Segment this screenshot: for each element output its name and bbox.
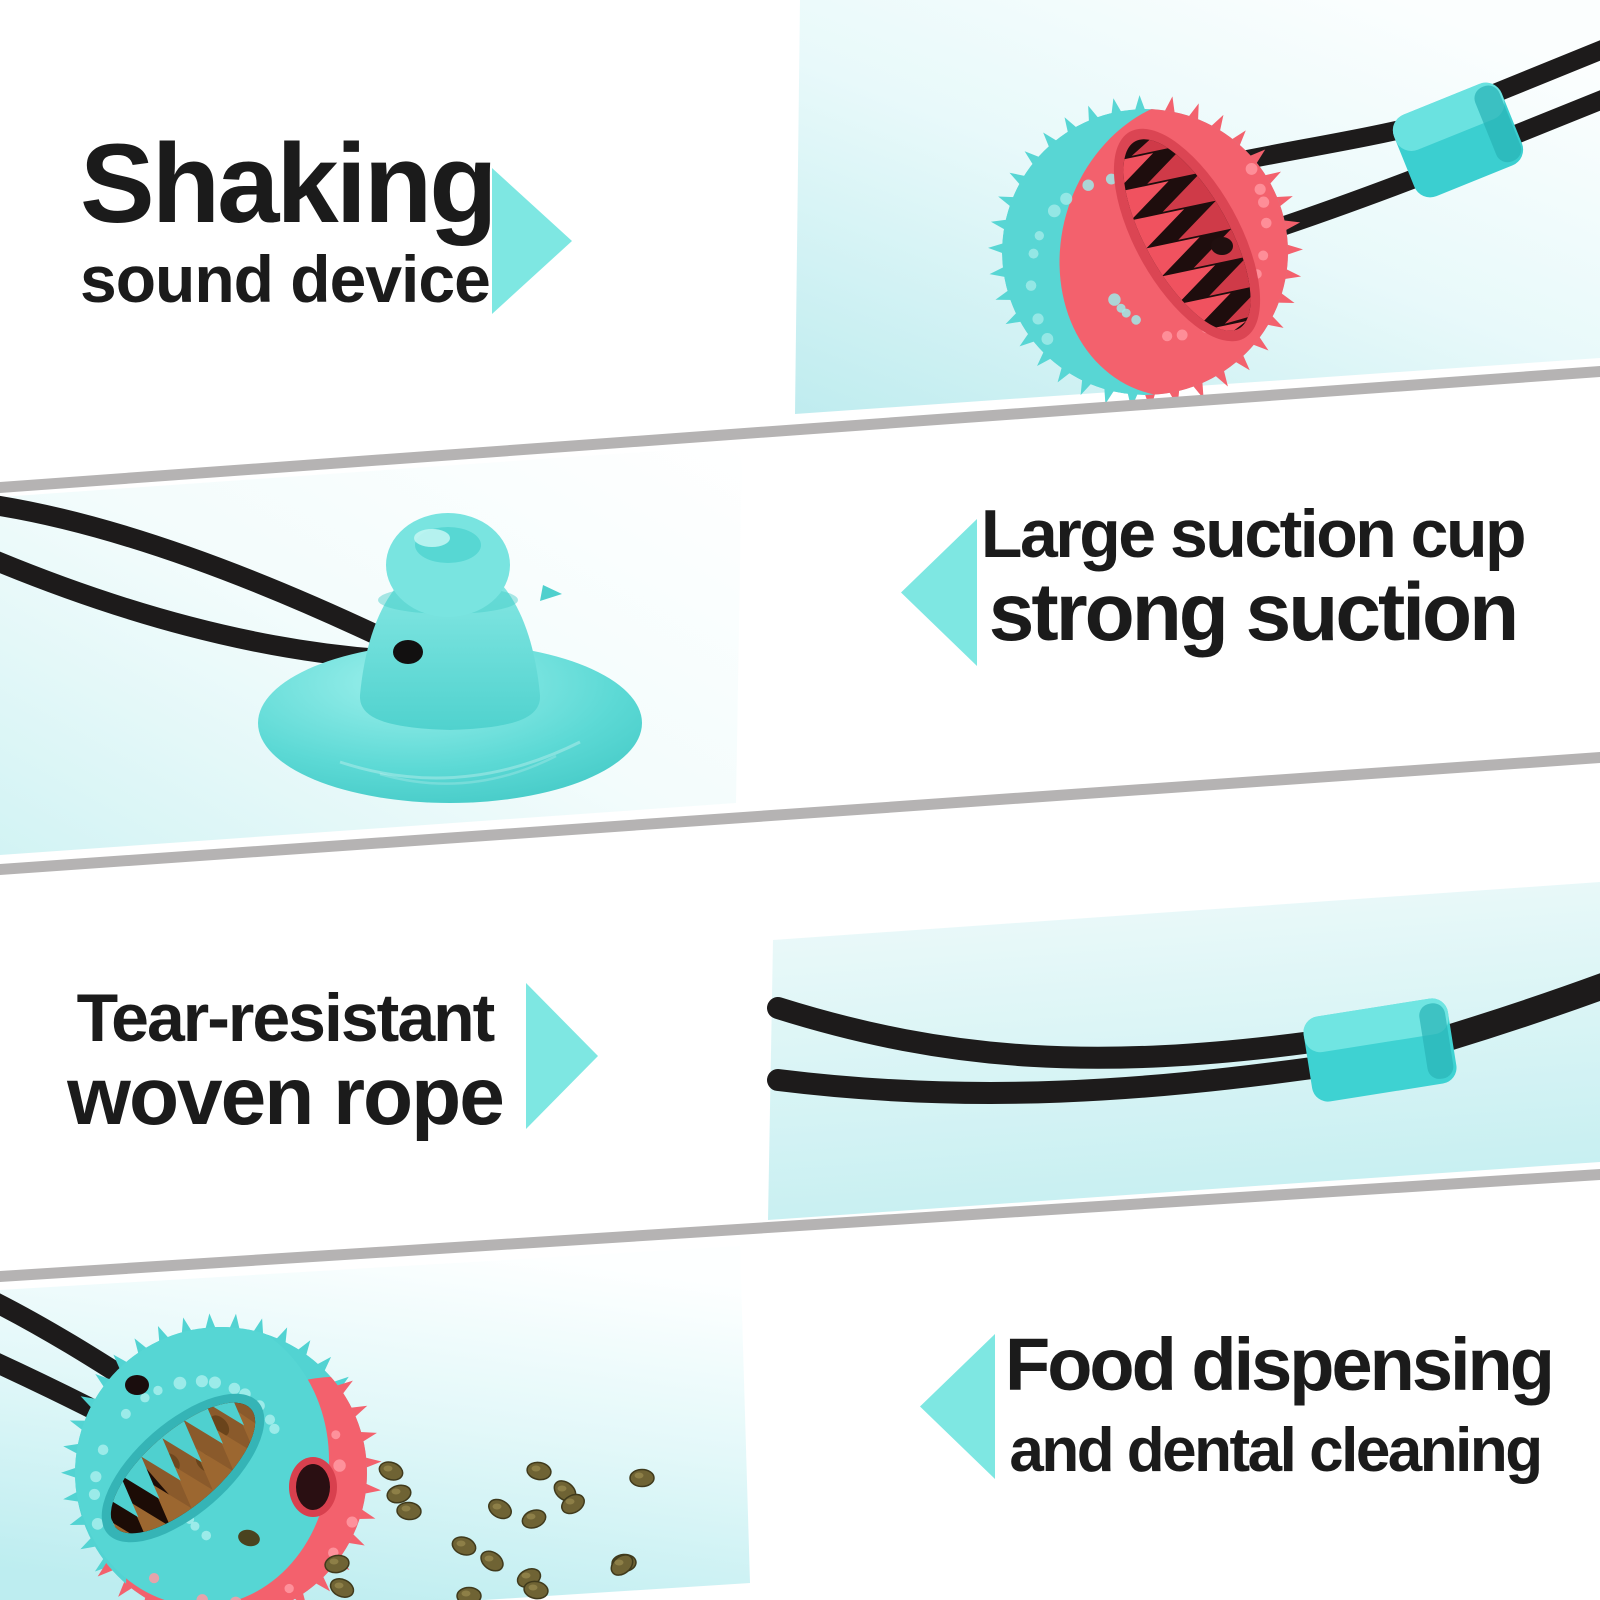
feature-subtitle-shaking: sound device (80, 242, 491, 316)
feature-title-rope: Tear-resistant (76, 980, 496, 1056)
rope-to-suction-cup (0, 495, 410, 670)
feature-title-food: Food dispensing (1005, 1323, 1555, 1406)
feature-title-suction-cup: Large suction cup (980, 496, 1527, 572)
chew-ball-top (988, 95, 1303, 410)
divider-line-2 (0, 752, 1600, 875)
woven-rope (767, 973, 1600, 1104)
rope-adjuster-bead-top (1392, 82, 1524, 198)
divider-line-3 (0, 1169, 1600, 1282)
kibble-pellets (324, 1461, 655, 1600)
photo-panel-suction-cup (0, 445, 742, 855)
divider-line-1 (0, 366, 1600, 493)
rope-adjuster-bead (1303, 998, 1457, 1102)
feature-subtitle-rope: woven rope (67, 1051, 505, 1142)
photo-panel-rope (767, 882, 1600, 1220)
feature-subtitle-food: and dental cleaning (1009, 1416, 1543, 1485)
ball-mouth-with-food (90, 1381, 276, 1555)
ball-mouth-opening (1098, 121, 1276, 349)
suction-cup (258, 513, 642, 803)
photo-panel-food-dispensing (0, 1246, 750, 1600)
feature-title-shaking: Shaking (80, 121, 498, 246)
feature-subtitle-suction-cup: strong suction (988, 567, 1519, 658)
photo-panel-shaking-ball (795, 0, 1600, 414)
chew-ball-dispensing (61, 1313, 382, 1600)
